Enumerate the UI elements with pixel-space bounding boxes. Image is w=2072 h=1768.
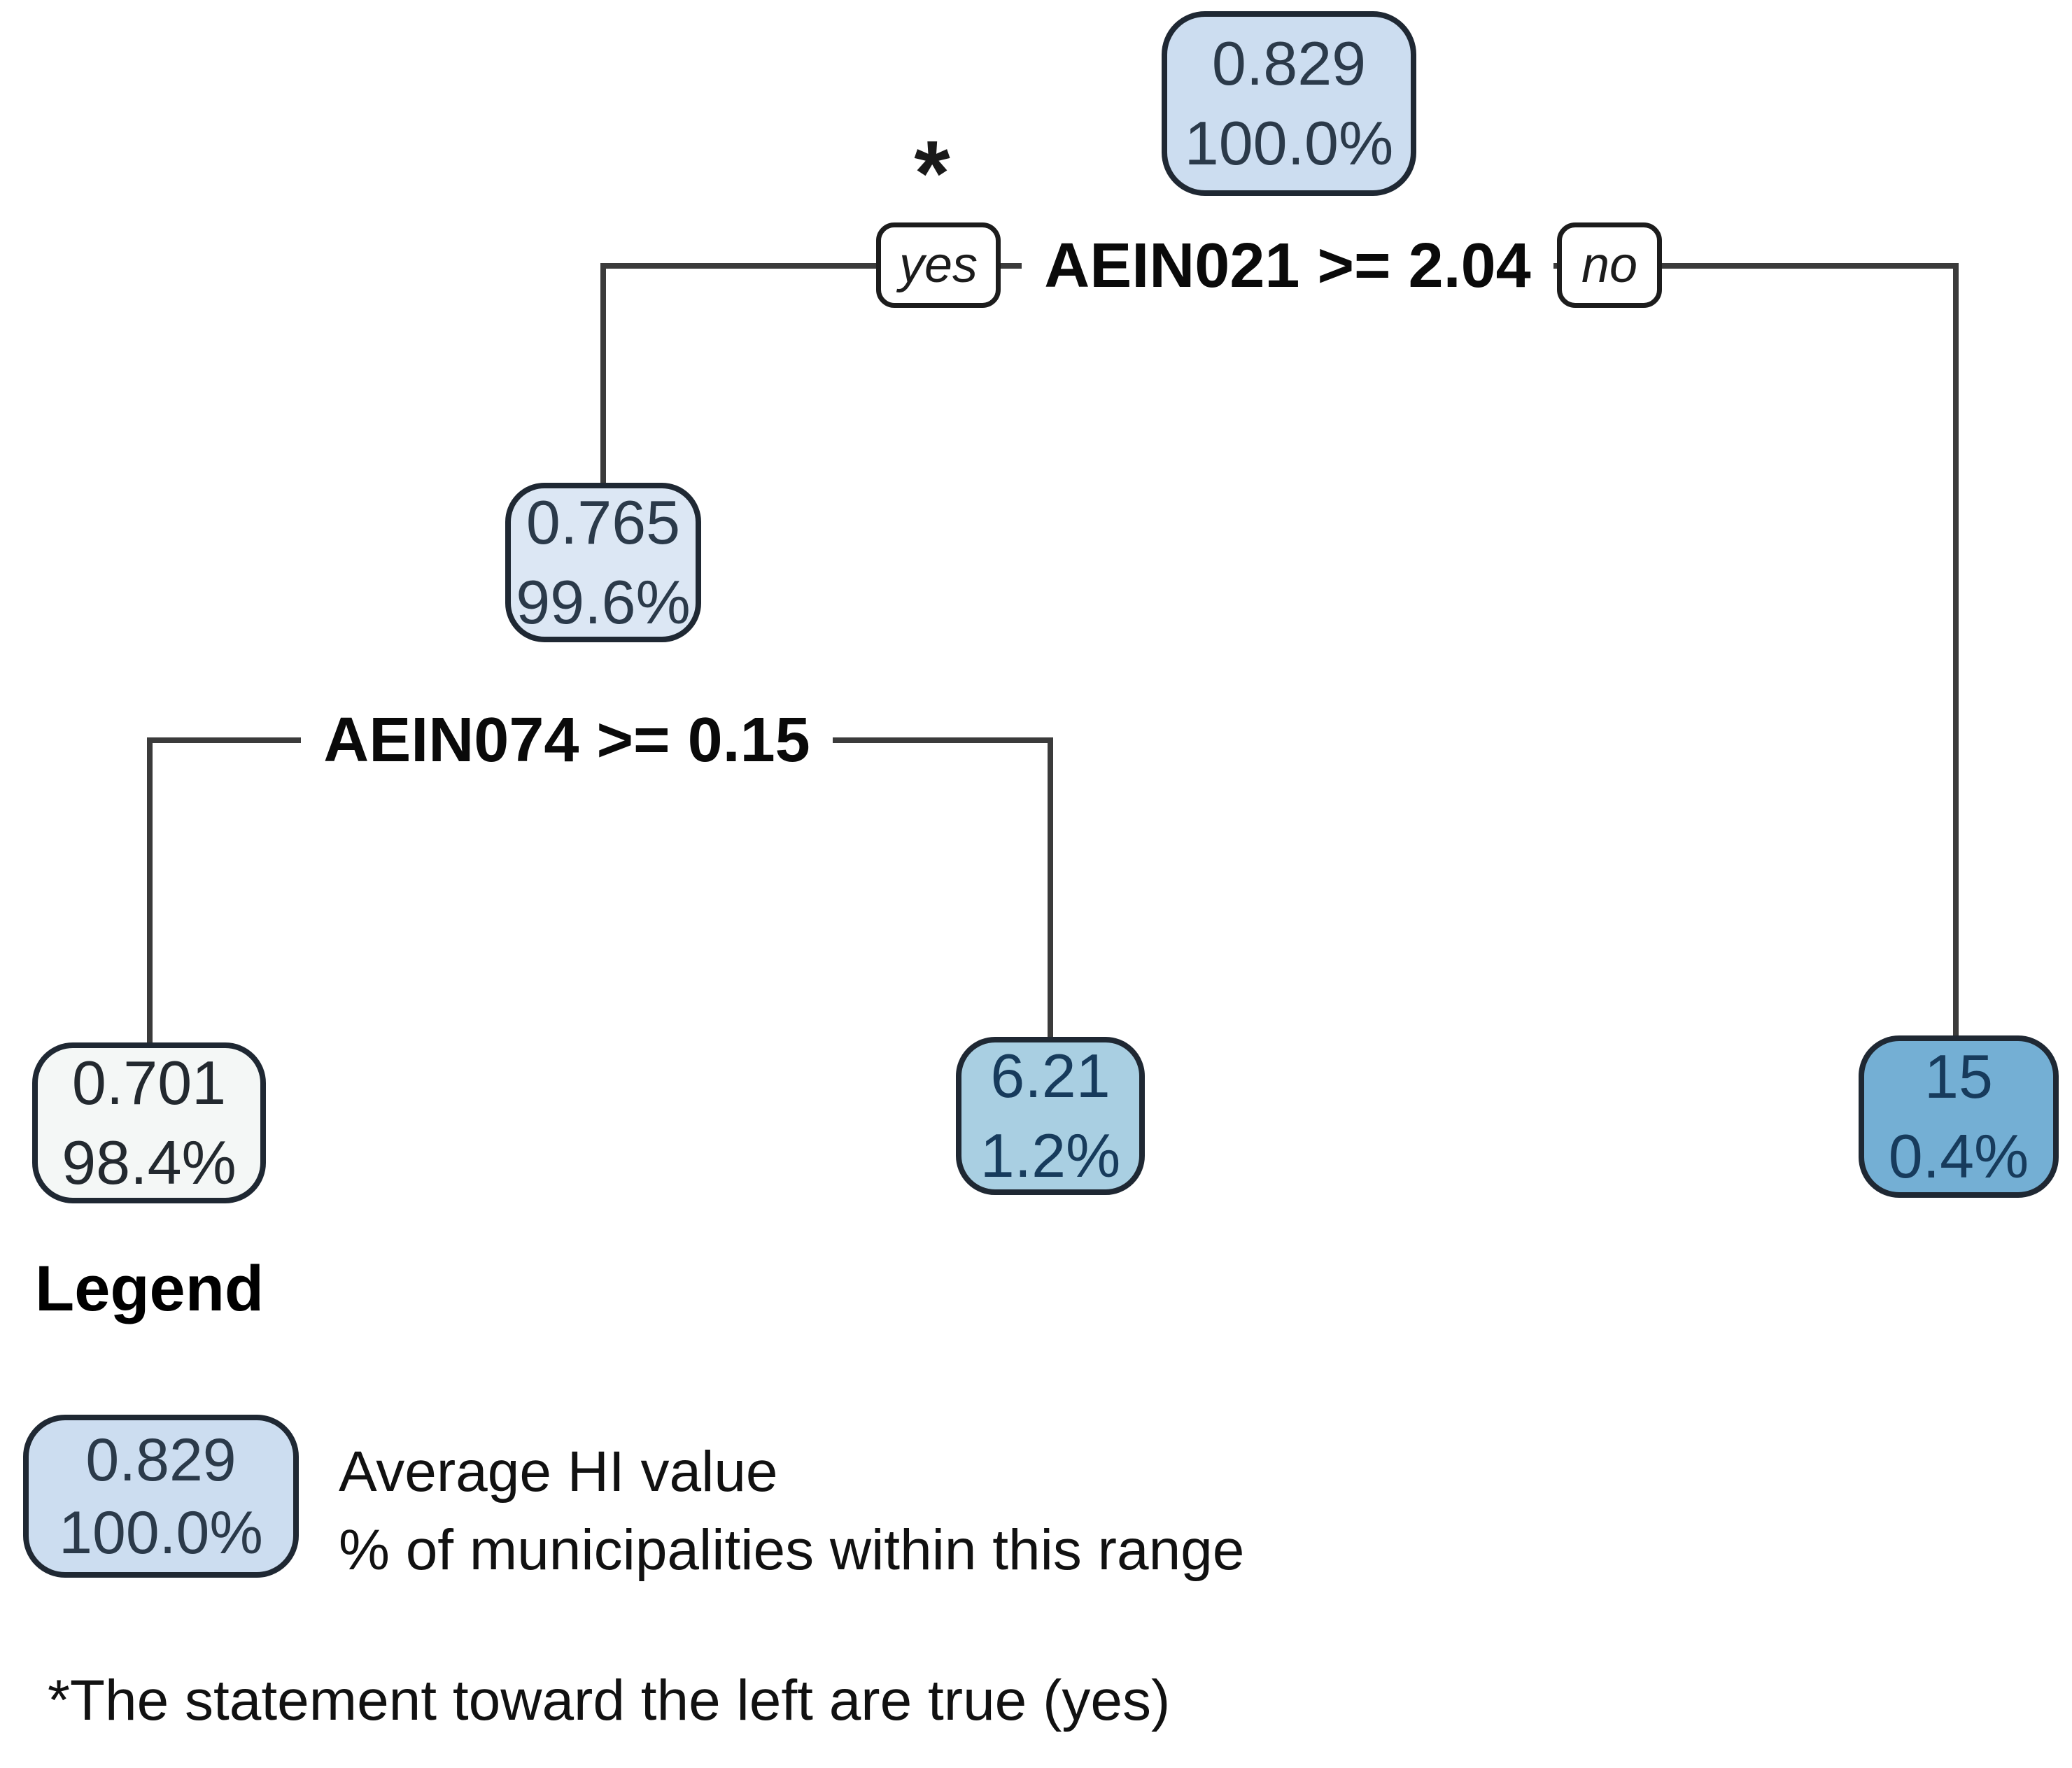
split-condition-second-text: AEIN074 >= 0.15 bbox=[323, 705, 810, 775]
split-condition-top: AEIN021 >= 2.04 bbox=[1022, 230, 1553, 301]
edge-second-yes-vertical bbox=[147, 737, 153, 1047]
node-percent: 0.4% bbox=[1888, 1122, 2029, 1191]
split-condition-top-text: AEIN021 >= 2.04 bbox=[1044, 230, 1531, 301]
node-value: 0.829 bbox=[1211, 29, 1367, 98]
footnote-marker-asterisk: * bbox=[914, 122, 950, 225]
node-percent: 100.0% bbox=[1184, 108, 1394, 178]
tree-leaf-right: 15 0.4% bbox=[1859, 1035, 2059, 1198]
tree-leaf-left: 0.701 98.4% bbox=[32, 1042, 266, 1203]
legend-description-line1: Average HI value bbox=[339, 1440, 778, 1504]
node-value: 15 bbox=[1924, 1042, 1993, 1111]
legend-heading: Legend bbox=[35, 1253, 265, 1324]
tree-node-internal: 0.765 99.6% bbox=[505, 483, 701, 642]
node-value: 0.701 bbox=[71, 1048, 227, 1117]
tree-leaf-middle: 6.21 1.2% bbox=[956, 1037, 1145, 1195]
legend-sample-node: 0.829 100.0% bbox=[23, 1415, 299, 1578]
legend-description-line2: % of municipalities within this range bbox=[339, 1518, 1245, 1582]
edge-second-no-vertical bbox=[1048, 737, 1053, 1041]
tree-node-root: 0.829 100.0% bbox=[1162, 11, 1416, 196]
split-condition-second: AEIN074 >= 0.15 bbox=[301, 705, 833, 775]
node-percent: 1.2% bbox=[980, 1121, 1121, 1190]
yes-label: yes bbox=[898, 237, 978, 293]
yes-branch-badge: yes bbox=[876, 222, 1001, 308]
edge-no-branch-vertical bbox=[1953, 263, 1959, 1040]
footnote: *The statement toward the left are true … bbox=[48, 1669, 1171, 1732]
node-percent: 98.4% bbox=[62, 1128, 237, 1197]
legend-description: Average HI value % of municipalities wit… bbox=[339, 1433, 1244, 1590]
node-value: 6.21 bbox=[990, 1041, 1111, 1110]
node-percent: 99.6% bbox=[516, 567, 691, 637]
node-value: 0.765 bbox=[526, 488, 681, 557]
no-label: no bbox=[1581, 237, 1638, 293]
node-percent: 100.0% bbox=[59, 1499, 263, 1567]
node-value: 0.829 bbox=[85, 1426, 237, 1494]
no-branch-badge: no bbox=[1557, 222, 1662, 308]
edge-yes-branch-vertical bbox=[600, 263, 606, 486]
